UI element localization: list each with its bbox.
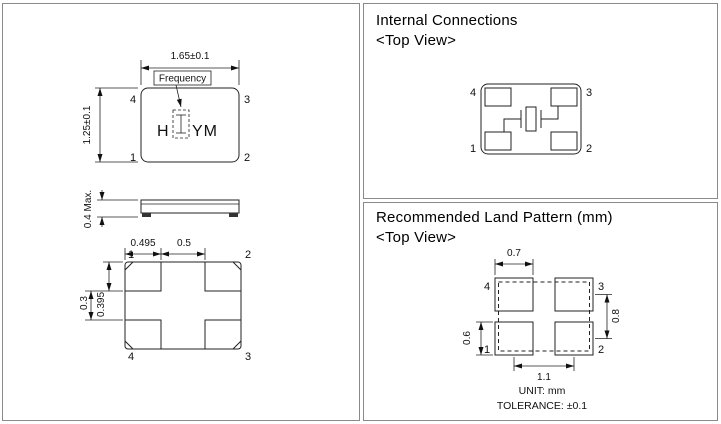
unit-note: UNIT: mm: [519, 385, 566, 397]
pin-label-4: 4: [128, 351, 134, 363]
internal-connections-panel: Internal Connections <Top View> 4 3 1 2: [363, 3, 718, 199]
pin-label-3: 3: [244, 94, 250, 106]
crystal-symbol: [503, 106, 559, 132]
pin-label-2: 2: [245, 249, 251, 261]
dim-pad-width-label: 0.7: [507, 248, 521, 259]
pad-4: [494, 277, 534, 312]
tolerance-note: TOLERANCE: ±0.1: [497, 400, 587, 412]
frequency-arrow: [175, 84, 182, 108]
side-view: 0.4 Max.: [83, 190, 240, 228]
pin-label-1: 1: [128, 249, 134, 261]
land-pattern-subtitle: <Top View>: [376, 229, 457, 246]
dim-pitch-y-label: 0.8: [611, 309, 622, 323]
frequency-marking-box: [172, 109, 190, 139]
top-view: 1.65±0.1 Frequency 1.25±0.1 H YM 4 3 1: [82, 51, 250, 164]
bottom-view: 0.495 0.5 0.395 0.3 1 2 4 3: [79, 238, 251, 363]
pin-label-4: 4: [484, 281, 490, 293]
dim-thickness-label: 0.4 Max.: [83, 190, 94, 228]
pad-3: [550, 87, 578, 107]
pin-label-2: 2: [586, 143, 592, 155]
pin-label-4: 4: [130, 94, 136, 106]
internal-connections-drawing: 4 3 1 2: [470, 83, 592, 155]
land-pattern-panel: Recommended Land Pattern (mm) <Top View>…: [363, 202, 718, 421]
pin-label-1: 1: [470, 143, 476, 155]
pin-label-2: 2: [598, 344, 604, 356]
pin-label-1: 1: [484, 344, 490, 356]
dim-width-label: 1.65±0.1: [171, 51, 210, 62]
marking-prefix: H: [157, 123, 170, 140]
dim-height-label: 1.25±0.1: [82, 105, 93, 144]
package-drawing: 1.65±0.1 Frequency 1.25±0.1 H YM 4 3 1: [79, 51, 251, 363]
pin-label-4: 4: [470, 87, 476, 99]
pad-2: [204, 261, 242, 292]
pin-label-2: 2: [244, 152, 250, 164]
pin-label-3: 3: [598, 281, 604, 293]
land-pads: [494, 277, 594, 356]
dim-pitch-x-label: 1.1: [537, 372, 551, 383]
pad-2: [550, 131, 578, 151]
pad-3: [554, 277, 594, 312]
internal-connections-title: Internal Connections: [376, 12, 518, 29]
pad-4: [124, 319, 162, 350]
pad-1: [124, 261, 162, 292]
marking: H YM: [157, 109, 218, 140]
dim-pad-gap-label: 0.5: [177, 238, 191, 249]
pin-label-3: 3: [245, 351, 251, 363]
pad-2: [554, 321, 594, 356]
pad-4: [484, 87, 512, 107]
frequency-label: Frequency: [159, 74, 206, 85]
pad-1: [484, 131, 512, 151]
land-pattern-title: Recommended Land Pattern (mm): [376, 209, 613, 226]
pin-label-1: 1: [130, 152, 136, 164]
land-pattern-drawing: 0.7 1.1 0.8 0.6 4 3 1 2 UNIT: mm TOLERAN…: [462, 248, 622, 412]
package-drawing-panel: 1.65±0.1 Frequency 1.25±0.1 H YM 4 3 1: [2, 3, 360, 421]
package-outline: [480, 83, 582, 155]
dim-row-gap-label: 0.3: [79, 296, 90, 310]
pad-1: [494, 321, 534, 356]
dim-pad-height-label: 0.395: [96, 292, 107, 317]
marking-suffix: YM: [192, 123, 218, 140]
package-outline-dashed: [498, 281, 590, 352]
pad-3: [204, 319, 242, 350]
dim-pad-width-label: 0.495: [130, 238, 155, 249]
dim-pad-height-label: 0.6: [462, 331, 473, 345]
internal-connections-subtitle: <Top View>: [376, 32, 457, 49]
pin-label-3: 3: [586, 87, 592, 99]
